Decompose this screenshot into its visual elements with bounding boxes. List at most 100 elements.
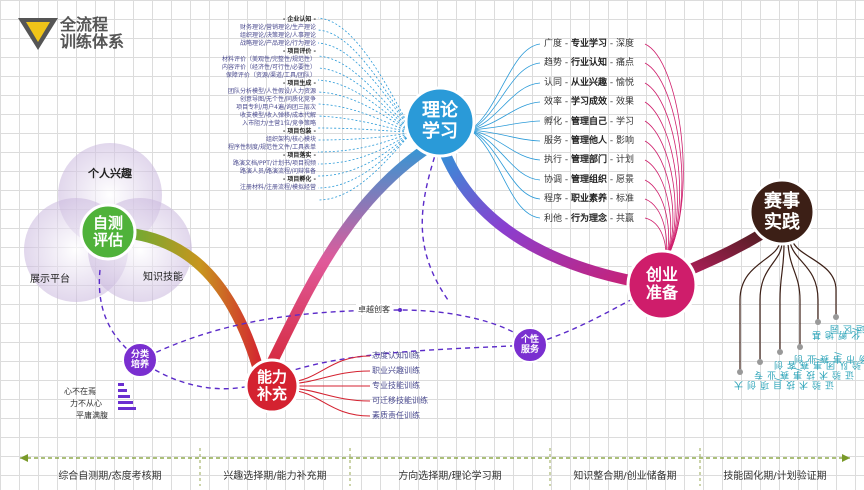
separator: - <box>607 116 616 127</box>
ability-training-list: 态度认知训练职业兴趣训练专业技能训练可迁移技能训练素质责任训练 <box>372 350 452 425</box>
learning-row-right: 愿景 <box>616 174 635 185</box>
node-startup <box>626 249 698 321</box>
node-label-self-eval: 自测 评估 <box>92 214 123 250</box>
learning-row-left: 服务 <box>544 135 563 146</box>
learning-row-right: 痛点 <box>616 58 635 69</box>
learning-row: 效率 - 学习成效 - 效果 <box>544 96 648 115</box>
topic-heading: - 项目评价 - <box>282 48 316 55</box>
fan-learning <box>469 43 541 219</box>
node-ability <box>244 358 300 414</box>
node-theory <box>404 86 476 158</box>
separator: - <box>562 97 571 108</box>
topic-item: 项目专利/用户4遍/询团三层次 <box>236 104 316 111</box>
node-label-ability: 能力 补充 <box>256 368 287 404</box>
separator: - <box>562 39 571 49</box>
learning-row-right: 共赢 <box>616 213 635 224</box>
learning-row-main: 学习成效 <box>571 97 608 108</box>
learning-row: 利他 - 行为理念 - 共赢 <box>544 213 648 232</box>
topic-item: 内容评价（经济性/可行性/必要性） <box>221 64 316 71</box>
learning-row-main: 管理部门 <box>571 155 608 166</box>
venn-label-interest: 个人兴趣 <box>88 167 132 180</box>
separator: - <box>562 213 571 224</box>
learning-row-right: 影响 <box>616 135 635 146</box>
node-personal <box>512 327 548 363</box>
learning-row: 执行 - 管理部门 - 计划 <box>544 154 648 173</box>
separator: - <box>607 213 616 224</box>
trait-1: 心不在焉 <box>64 387 96 396</box>
learning-row-right: 标准 <box>616 194 635 205</box>
separator: - <box>607 77 616 88</box>
node-label-personal: 个性 服务 <box>520 335 539 356</box>
ability-training-item: 职业兴趣训练 <box>372 366 420 375</box>
learning-row-left: 利他 <box>544 213 563 224</box>
topic-item: 入市阻力/主营1位/竞争策略 <box>242 120 316 127</box>
separator: - <box>562 194 571 205</box>
phase-3: 方向选择期/理论学习期 <box>398 471 502 482</box>
separator: - <box>607 194 616 205</box>
learning-row: 广度 - 专业学习 - 深度 <box>544 38 648 57</box>
learning-row-left: 执行 <box>544 155 563 166</box>
separator: - <box>562 174 571 185</box>
learning-row-left: 孵化 <box>544 116 563 127</box>
learning-row-main: 管理自己 <box>571 116 608 127</box>
learning-row-main: 管理组织 <box>571 174 608 185</box>
learning-row-main: 管理他人 <box>571 135 608 146</box>
learning-row-main: 专业学习 <box>571 39 608 49</box>
learning-row-left: 程序 <box>544 194 563 205</box>
learning-row-left: 趋势 <box>544 58 563 69</box>
topic-item: 战略理论/产品理论/行为理论 <box>239 40 316 47</box>
link-label: 卓越创客 <box>356 304 392 315</box>
learning-list: 广度 - 专业学习 - 深度趋势 - 行业认知 - 痛点认同 - 从业兴趣 - … <box>544 38 648 232</box>
topic-heading: - 企业认知 - <box>282 16 316 23</box>
phase-1: 综合自测期/态度考核期 <box>58 471 162 482</box>
separator: - <box>562 58 571 69</box>
learning-row-left: 协调 <box>544 174 563 185</box>
learning-row: 程序 - 职业素养 - 标准 <box>544 193 648 212</box>
separator: - <box>607 39 616 49</box>
fan-competition <box>739 239 837 370</box>
node-label-startup: 创业 准备 <box>645 265 678 303</box>
logo-mark-icon <box>18 18 58 50</box>
topic-heading: - 项目生成 - <box>282 80 316 87</box>
path-theory-to-startup <box>434 134 661 291</box>
learning-row-main: 职业素养 <box>571 194 608 205</box>
topic-item: 组织理论/决策理论/人事理论 <box>239 32 316 39</box>
topic-item: 保障评价（资源/渠道/工具/团队） <box>225 72 316 79</box>
topic-item: 团队分析模型/人性假设/人力资源 <box>227 88 316 95</box>
page-title: 全流程 训练体系 <box>60 15 125 51</box>
learning-row-right: 计划 <box>616 155 635 166</box>
phase-4: 知识整合期/创业储备期 <box>573 471 677 482</box>
separator: - <box>562 135 571 146</box>
learning-row: 趋势 - 行业认知 - 痛点 <box>544 57 648 76</box>
learning-row-main: 行业认知 <box>571 58 608 69</box>
topic-item: 组织架构/核心模块 <box>265 136 316 143</box>
fan-to-startup <box>644 43 684 263</box>
trait-3: 平庸满腹 <box>76 411 108 420</box>
topic-item: 路演人员/路演流程/问辩准备 <box>239 168 316 175</box>
node-self-eval <box>79 203 137 261</box>
title-line-1: 全流程 <box>60 15 109 34</box>
learning-row-right: 愉悦 <box>616 77 635 88</box>
separator: - <box>607 58 616 69</box>
ability-training-item: 专业技能训练 <box>372 381 420 390</box>
competition-item-icons <box>737 314 839 375</box>
learning-row: 协调 - 管理组织 - 愿景 <box>544 174 648 193</box>
trait-bars <box>118 383 136 410</box>
topic-heading: - 项目孵化 - <box>282 176 316 183</box>
topic-item: 程序性制度/规范性文件/工具表单 <box>227 144 316 151</box>
ability-training-item: 可迁移技能训练 <box>372 396 428 405</box>
separator: - <box>607 155 616 166</box>
ability-training-item: 素质责任训练 <box>372 411 420 420</box>
node-competition <box>748 178 816 246</box>
learning-row: 孵化 - 管理自己 - 学习 <box>544 116 648 135</box>
learning-row-left: 认同 <box>544 77 563 88</box>
title-line-2: 训练体系 <box>60 31 125 51</box>
topic-item: 财务理论/营销理论/生产理论 <box>239 24 316 31</box>
topic-item: 路演文档/PPT/计划书/项目视频 <box>233 160 316 167</box>
learning-row-left: 效率 <box>544 97 563 108</box>
phase-2: 兴趣选择期/能力补充期 <box>223 471 327 482</box>
node-label-theory: 理论 学习 <box>422 100 458 142</box>
trait-2: 力不从心 <box>70 399 102 408</box>
